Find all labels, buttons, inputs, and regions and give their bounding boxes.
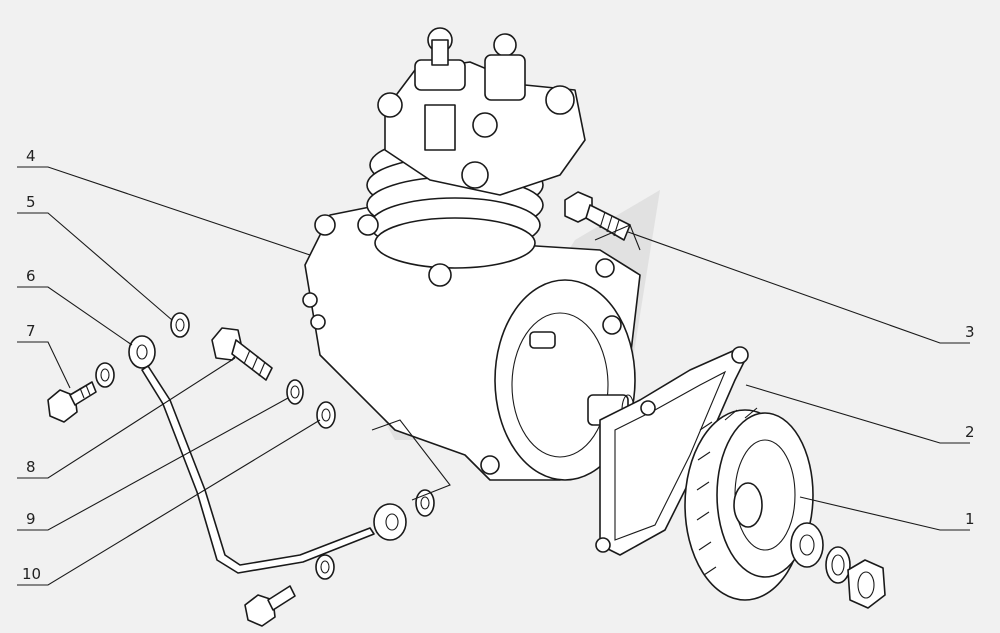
gasket-2 — [595, 346, 749, 556]
callout-9: 9 — [26, 510, 36, 528]
compressor-assembly — [302, 27, 641, 481]
assembly-guide-lines — [371, 224, 641, 501]
callout-5: 5 — [26, 193, 36, 211]
callout-3: 3 — [965, 323, 975, 341]
leader-lines — [17, 166, 970, 586]
leader-5 — [17, 212, 173, 321]
leader-10 — [17, 419, 321, 586]
washer-9 — [286, 379, 304, 405]
leader-4 — [17, 166, 311, 256]
leader-7 — [17, 341, 71, 389]
callout-6: 6 — [26, 267, 36, 285]
shaft-nut — [847, 559, 886, 609]
washer-10 — [316, 401, 336, 429]
callout-8: 8 — [26, 458, 36, 476]
leader-2 — [745, 384, 970, 444]
callout-1: 1 — [965, 510, 975, 528]
callout-2: 2 — [965, 423, 975, 441]
bolt-8 — [211, 327, 273, 381]
shaft-washer — [790, 522, 824, 568]
oil-tube-6 — [128, 335, 407, 574]
callout-10: 10 — [22, 565, 41, 583]
leader-9 — [17, 397, 289, 531]
callout-7: 7 — [26, 322, 36, 340]
leader-3 — [627, 231, 970, 344]
washer-lower-a — [415, 489, 435, 517]
leader-1 — [799, 496, 970, 531]
washer-lower-b — [315, 554, 335, 580]
bolt-7 — [47, 381, 97, 423]
leader-6 — [17, 286, 133, 346]
bolt-3 — [564, 191, 631, 241]
shaft-lockwasher — [825, 546, 851, 584]
callout-labels: 1 2 3 4 5 6 7 8 9 10 — [22, 147, 975, 583]
washer-5 — [170, 312, 190, 338]
washer-7 — [95, 362, 115, 388]
gear-1 — [684, 407, 814, 601]
bolt-lower — [244, 585, 296, 627]
callout-4: 4 — [26, 147, 36, 165]
leader-8 — [17, 357, 236, 479]
